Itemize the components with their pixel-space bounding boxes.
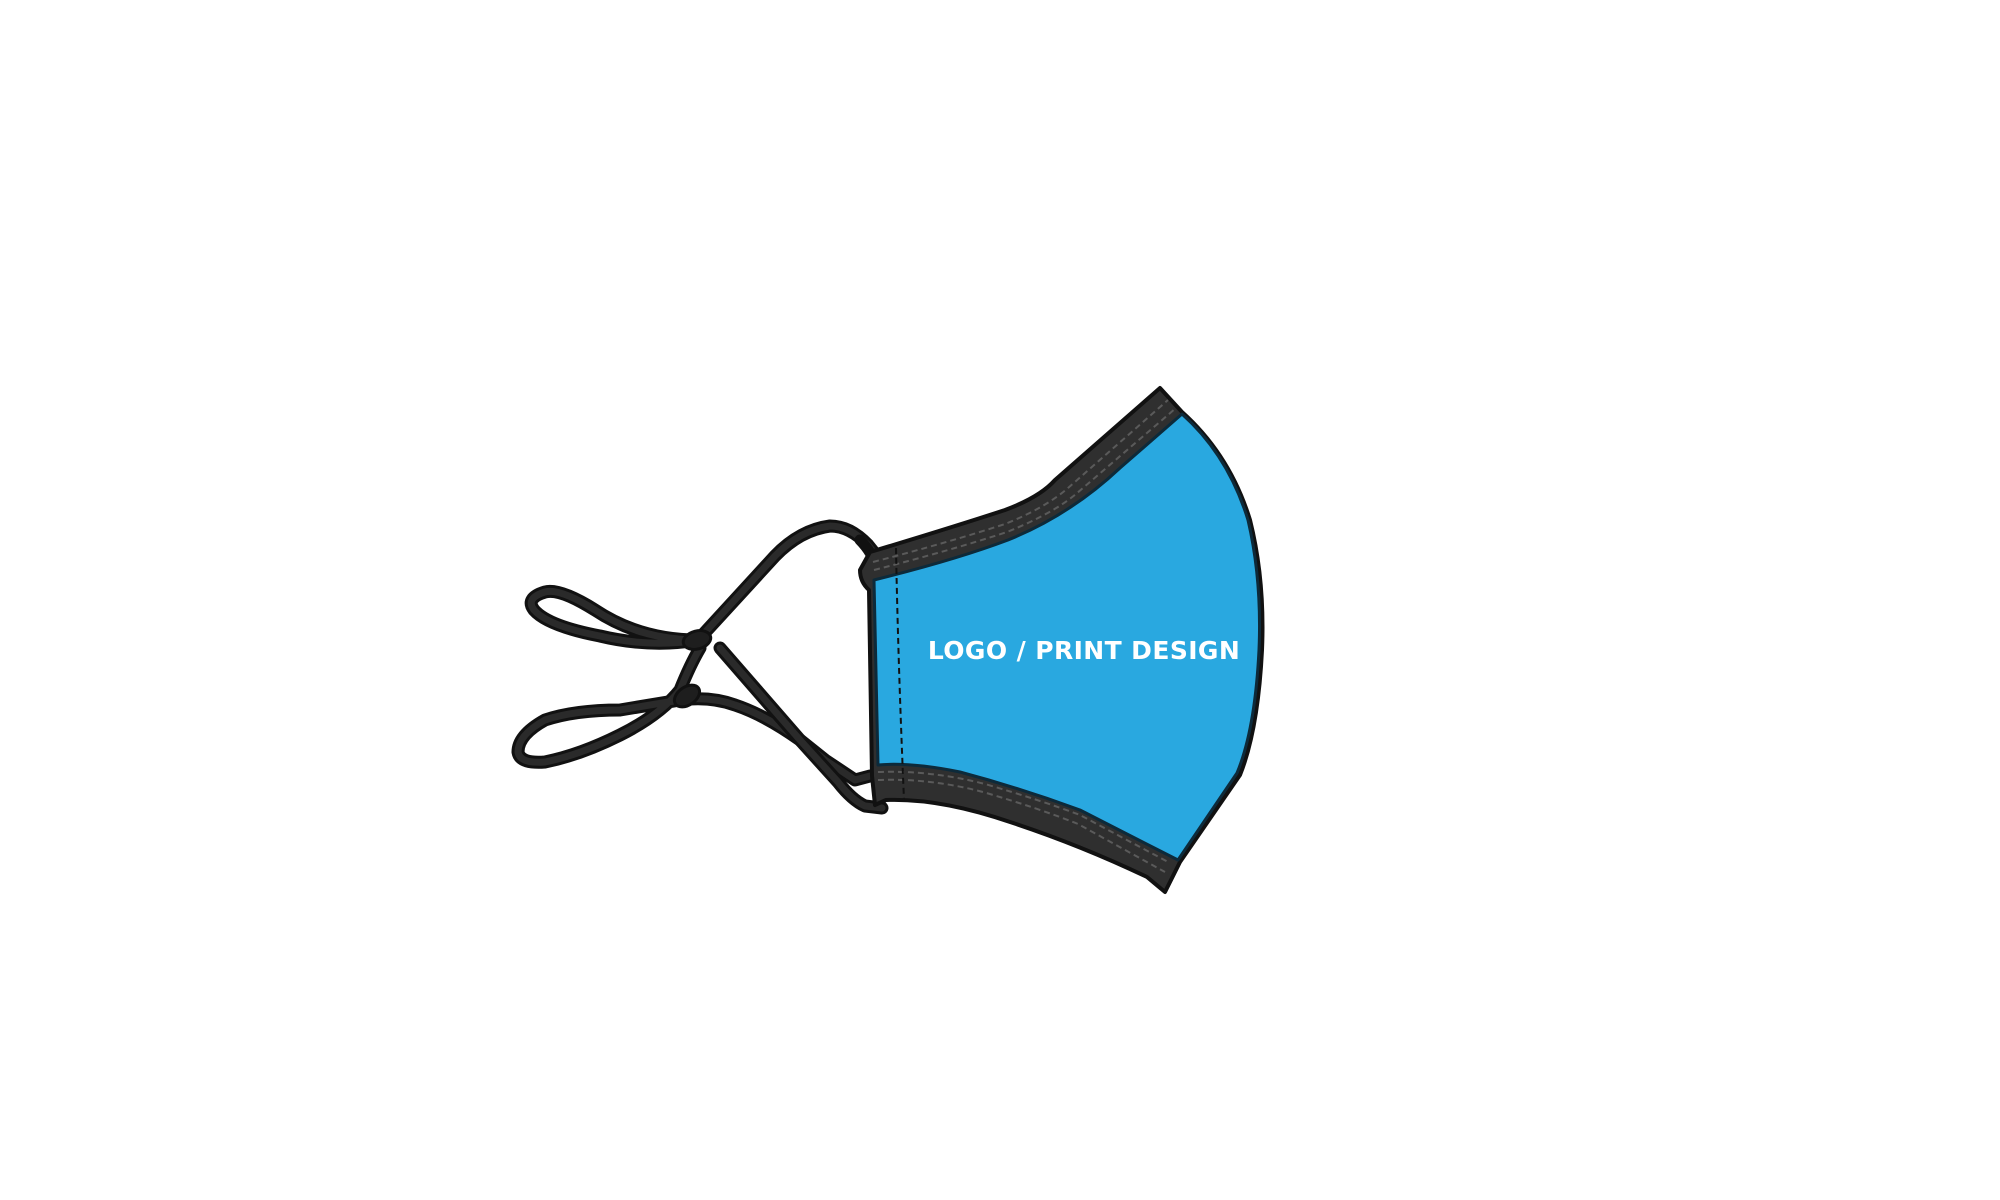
mask-body: LOGO / PRINT DESIGN <box>858 386 1265 894</box>
upper-strap-loop <box>524 519 887 650</box>
bottom-stitching <box>877 770 1171 864</box>
print-design-label: LOGO / PRINT DESIGN <box>928 636 1240 665</box>
ear-straps <box>511 519 891 815</box>
strap-adjusters <box>672 629 713 709</box>
mask-panel <box>872 412 1262 862</box>
lower-knot <box>672 683 702 709</box>
top-stitching <box>872 399 1169 563</box>
upper-knot <box>681 629 713 651</box>
